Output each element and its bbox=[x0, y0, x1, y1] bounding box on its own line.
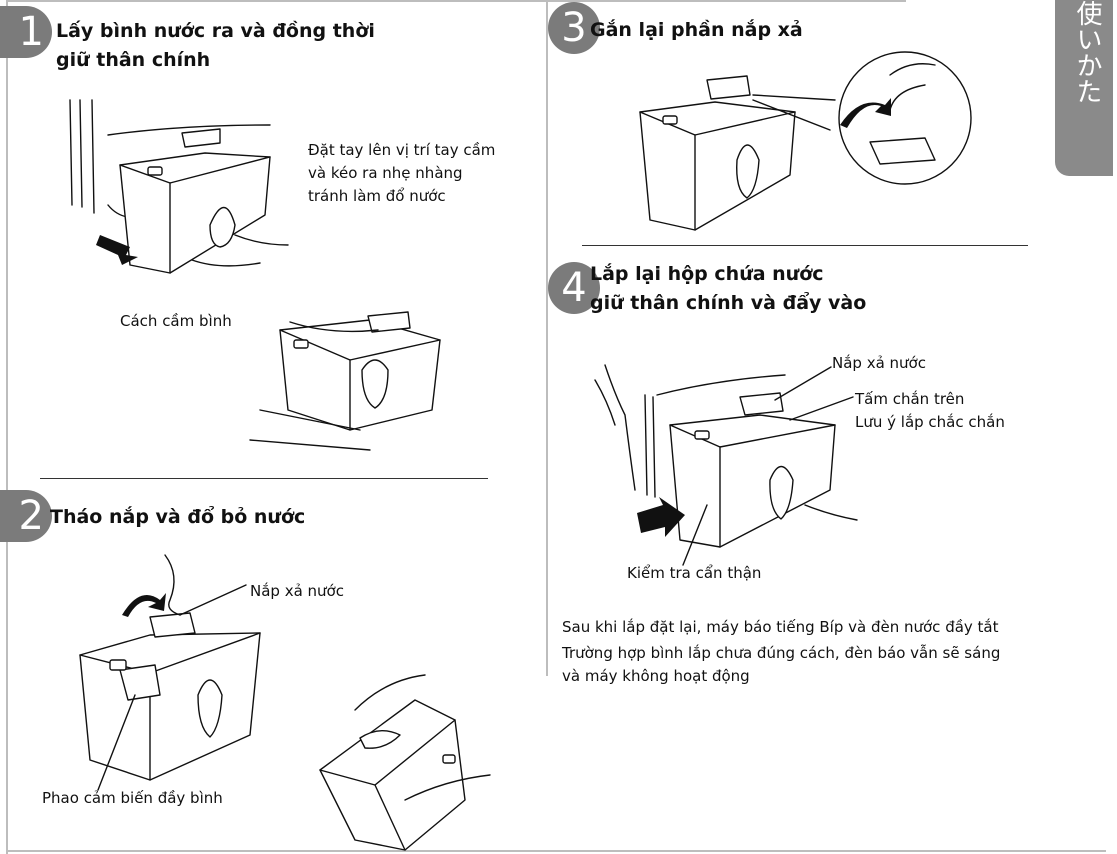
step-2-float-label: Phao cảm biến đầy bình bbox=[42, 789, 223, 807]
step-4-secure-note: Lưu ý lắp chắc chắn bbox=[855, 413, 1005, 431]
step-1-badge: 1 bbox=[0, 6, 52, 58]
step-4-upper-plate-label: Tấm chắn trên bbox=[855, 390, 965, 408]
step-2-remove-cap-illustration bbox=[79, 554, 261, 791]
note-line-2: Trường hợp bình lắp chưa đúng cách, đèn … bbox=[562, 644, 1001, 662]
step-divider-3-4 bbox=[582, 245, 1028, 246]
step-2-drain-cap-label: Nắp xả nước bbox=[250, 582, 344, 600]
step-1-instruction-line1: Đặt tay lên vị trí tay cầm bbox=[308, 141, 496, 159]
step-3-attach-cap-illustration bbox=[639, 51, 972, 231]
step-4-check-label: Kiểm tra cẩn thận bbox=[627, 564, 762, 582]
section-tab-label: 使いかた bbox=[1072, 0, 1102, 104]
section-tab: 使いかた bbox=[1055, 0, 1113, 176]
step-4-badge: 4 bbox=[548, 262, 600, 314]
note-line-1: Sau khi lắp đặt lại, máy báo tiếng Bíp v… bbox=[562, 618, 999, 636]
step-3-title: Gắn lại phần nắp xả bbox=[590, 19, 803, 41]
step-1-hold-label: Cách cầm bình bbox=[120, 312, 232, 330]
step-4-insert-tank-illustration bbox=[594, 364, 858, 566]
step-divider-1-2 bbox=[40, 478, 488, 479]
page-border-left bbox=[6, 0, 8, 854]
step-1-title-line2: giữ thân chính bbox=[56, 49, 211, 71]
step-1-instruction-line3: tránh làm đổ nước bbox=[308, 187, 446, 205]
note-line-3: và máy không hoạt động bbox=[562, 667, 750, 685]
page-border-bottom bbox=[6, 850, 1106, 852]
step-1-instruction-line2: và kéo ra nhẹ nhàng bbox=[308, 164, 463, 182]
step-1-remove-tank-illustration bbox=[69, 99, 289, 274]
step-4-drain-cap-label: Nắp xả nước bbox=[832, 354, 926, 372]
step-2-pour-water-illustration bbox=[319, 674, 491, 851]
step-1-hold-tank-illustration bbox=[249, 311, 441, 451]
step-2-title: Tháo nắp và đổ bỏ nước bbox=[50, 506, 306, 528]
page-border-top bbox=[6, 0, 906, 2]
step-4-title-line2: giữ thân chính và đẩy vào bbox=[590, 292, 867, 314]
column-divider bbox=[546, 0, 548, 676]
step-2-badge: 2 bbox=[0, 490, 52, 542]
step-4-title-line1: Lắp lại hộp chứa nước bbox=[590, 263, 824, 285]
step-1-title-line1: Lấy bình nước ra và đồng thời bbox=[56, 20, 375, 42]
step-3-badge: 3 bbox=[548, 2, 600, 54]
